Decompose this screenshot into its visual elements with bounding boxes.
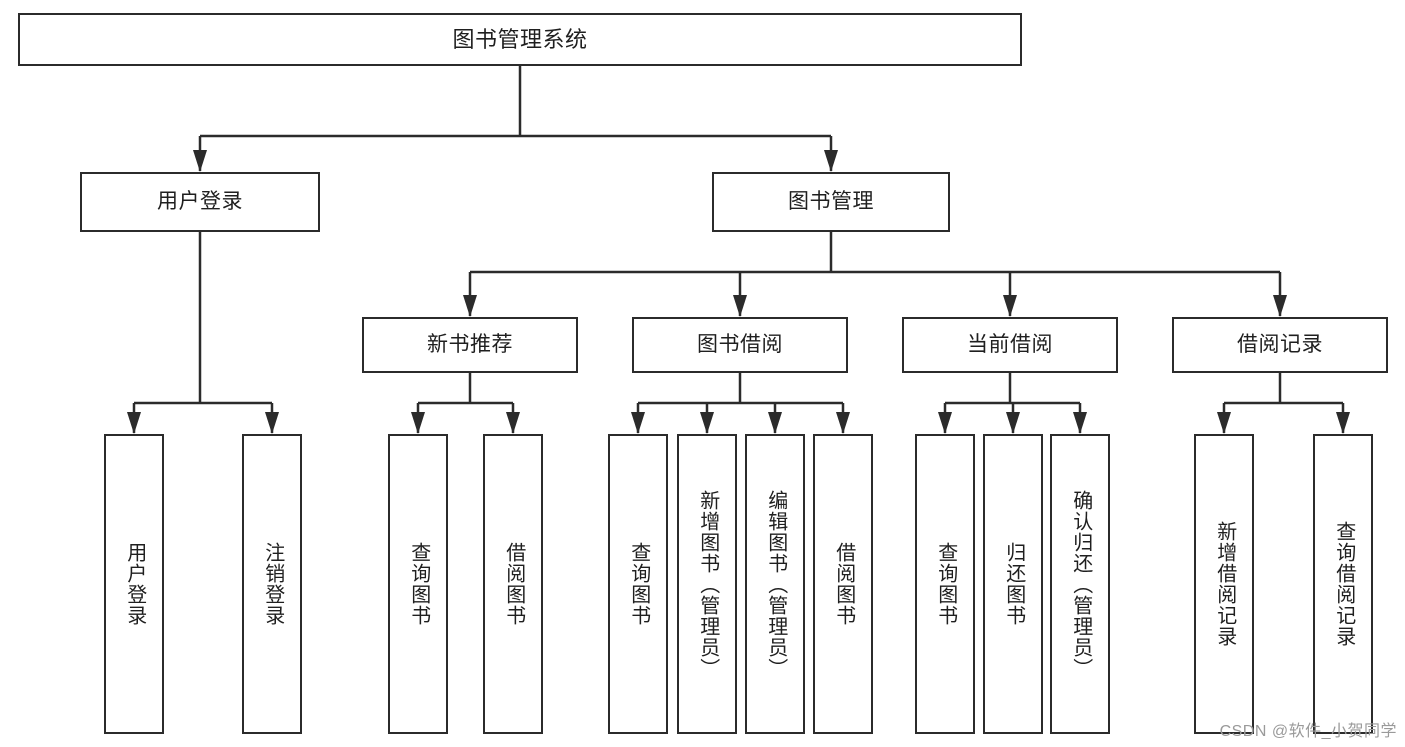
node-label: 新增图书（管理员） (696, 489, 719, 679)
arrowhead-icon (127, 412, 141, 434)
node-leaf11[interactable]: 确认归还（管理员） (1050, 434, 1110, 734)
arrowhead-icon (836, 412, 850, 434)
arrowhead-icon (768, 412, 782, 434)
node-leaf10[interactable]: 归还图书 (983, 434, 1043, 734)
node-label: 借阅记录 (1237, 332, 1323, 356)
arrowhead-icon (193, 150, 207, 172)
node-leaf6[interactable]: 新增图书（管理员） (677, 434, 737, 734)
node-label: 查询借阅记录 (1332, 521, 1355, 647)
node-label: 当前借阅 (967, 332, 1053, 356)
node-label: 编辑图书（管理员） (764, 489, 787, 679)
arrowhead-icon (1336, 412, 1350, 434)
node-label: 查询图书 (407, 542, 430, 626)
node-leaf2[interactable]: 注销登录 (242, 434, 302, 734)
arrowhead-icon (1006, 412, 1020, 434)
arrowhead-icon (733, 295, 747, 317)
node-label: 确认归还（管理员） (1069, 489, 1092, 679)
node-leaf9[interactable]: 查询图书 (915, 434, 975, 734)
node-leaf1[interactable]: 用户登录 (104, 434, 164, 734)
node-root[interactable]: 图书管理系统 (18, 13, 1022, 66)
arrowhead-icon (1273, 295, 1287, 317)
node-leaf4[interactable]: 借阅图书 (483, 434, 543, 734)
node-label: 图书管理系统 (452, 26, 588, 52)
node-label: 图书管理 (788, 189, 874, 213)
arrowhead-icon (411, 412, 425, 434)
node-leaf7[interactable]: 编辑图书（管理员） (745, 434, 805, 734)
node-label: 新书推荐 (427, 332, 513, 356)
node-current[interactable]: 当前借阅 (902, 317, 1118, 373)
arrowhead-icon (1003, 295, 1017, 317)
node-label: 用户登录 (123, 542, 146, 626)
node-leaf8[interactable]: 借阅图书 (813, 434, 873, 734)
node-leaf13[interactable]: 查询借阅记录 (1313, 434, 1373, 734)
node-label: 新增借阅记录 (1213, 521, 1236, 647)
node-label: 注销登录 (261, 542, 284, 626)
node-label: 借阅图书 (502, 542, 525, 626)
node-label: 用户登录 (157, 189, 243, 213)
arrowhead-icon (938, 412, 952, 434)
arrowhead-icon (824, 150, 838, 172)
node-leaf3[interactable]: 查询图书 (388, 434, 448, 734)
node-label: 查询图书 (627, 542, 650, 626)
node-borrow[interactable]: 图书借阅 (632, 317, 848, 373)
watermark-text: CSDN @软件_小贺同学 (1219, 723, 1397, 740)
node-login[interactable]: 用户登录 (80, 172, 320, 232)
node-newbook[interactable]: 新书推荐 (362, 317, 578, 373)
arrowhead-icon (265, 412, 279, 434)
arrowhead-icon (631, 412, 645, 434)
arrowhead-icon (700, 412, 714, 434)
node-label: 查询图书 (934, 542, 957, 626)
arrowhead-icon (1217, 412, 1231, 434)
node-leaf12[interactable]: 新增借阅记录 (1194, 434, 1254, 734)
node-bookmgmt[interactable]: 图书管理 (712, 172, 950, 232)
arrowhead-icon (506, 412, 520, 434)
arrowhead-icon (463, 295, 477, 317)
node-records[interactable]: 借阅记录 (1172, 317, 1388, 373)
node-label: 借阅图书 (832, 542, 855, 626)
node-leaf5[interactable]: 查询图书 (608, 434, 668, 734)
arrowhead-icon (1073, 412, 1087, 434)
node-label: 归还图书 (1002, 542, 1025, 626)
node-label: 图书借阅 (697, 332, 783, 356)
